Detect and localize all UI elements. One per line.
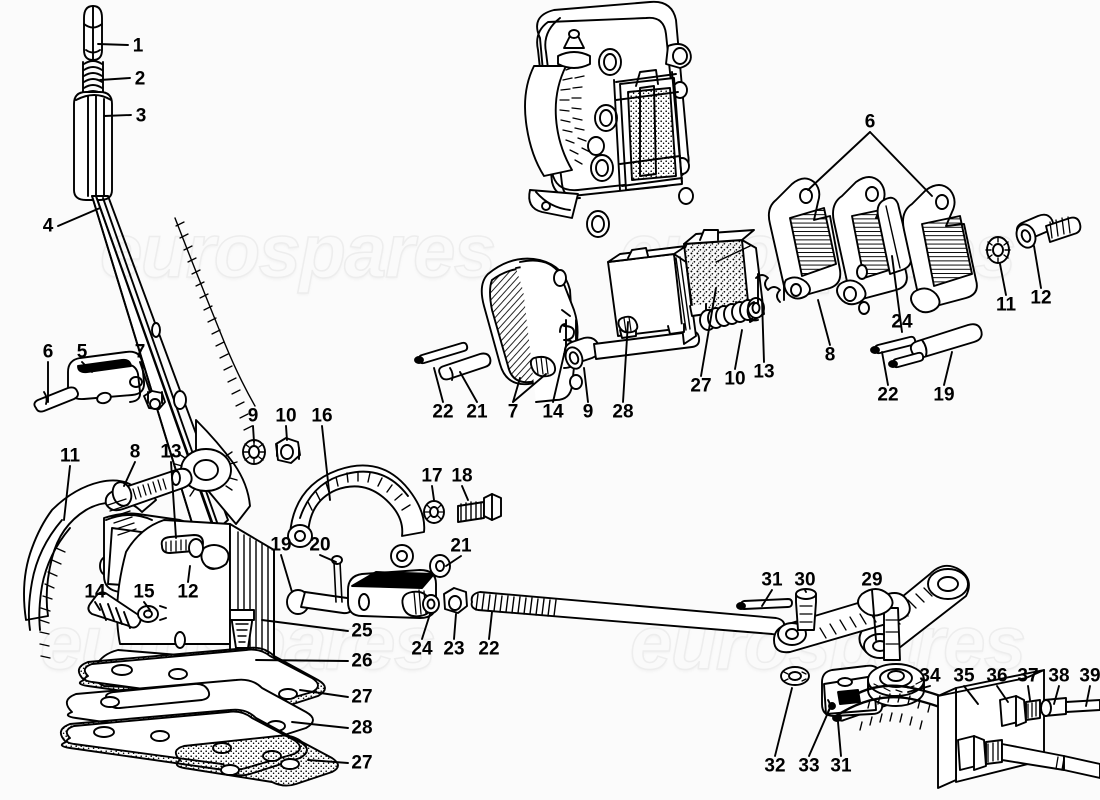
callout-5: 5	[76, 341, 88, 363]
part-bolt-9r	[563, 330, 701, 370]
callout-31: 31	[761, 569, 783, 591]
callout-24: 24	[891, 311, 913, 333]
callout-6: 6	[864, 111, 876, 133]
part-release-rod	[73, 91, 113, 201]
callout-14: 14	[84, 581, 106, 603]
callout-27: 27	[690, 375, 712, 397]
part-lever-knob	[83, 5, 103, 61]
part-lever-plate-b	[832, 176, 912, 315]
part-lock-washer-11r	[985, 236, 1011, 264]
callout-20: 20	[309, 534, 331, 556]
part-lock-nut-left	[143, 390, 166, 410]
part-brake-shoe-7r	[480, 257, 583, 403]
callout-12: 12	[177, 581, 199, 603]
callout-19: 19	[270, 534, 292, 556]
callout-21: 21	[466, 401, 488, 423]
callout-18: 18	[451, 465, 473, 487]
part-flat-washer-21c	[429, 554, 451, 578]
callout-12: 12	[1030, 287, 1052, 309]
callout-33: 33	[798, 755, 820, 777]
callout-25: 25	[351, 620, 373, 642]
part-lever-plate-c	[902, 184, 978, 314]
callout-23: 23	[443, 638, 465, 660]
callout-32: 32	[764, 755, 786, 777]
part-pad-27r	[683, 229, 765, 323]
callout-28: 28	[351, 717, 373, 739]
callout-22: 22	[478, 638, 500, 660]
callout-7: 7	[507, 401, 519, 423]
callout-3: 3	[135, 105, 147, 127]
part-plate-28r	[607, 245, 697, 345]
part-brake-caliper	[524, 0, 694, 238]
callout-9: 9	[247, 405, 259, 427]
callout-13: 13	[160, 441, 182, 463]
part-equaliser-lever-29	[773, 564, 970, 661]
callout-8: 8	[129, 441, 141, 463]
part-adjuster-lower	[957, 735, 1100, 779]
callout-26: 26	[351, 650, 373, 672]
part-shoulder-bolt-12r	[1015, 213, 1082, 249]
part-hex-bolt-18	[457, 493, 502, 523]
callout-7: 7	[134, 341, 146, 363]
part-pivot-pin-left	[33, 386, 79, 413]
callout-27: 27	[351, 752, 373, 774]
callout-8: 8	[824, 344, 836, 366]
callout-1: 1	[132, 35, 144, 57]
callout-10: 10	[275, 405, 297, 427]
callout-11: 11	[59, 445, 81, 467]
part-washer-stack-10r	[699, 297, 765, 331]
part-pin-22r	[870, 335, 917, 355]
callout-10: 10	[724, 368, 746, 390]
callout-24: 24	[411, 638, 433, 660]
callout-2: 2	[134, 68, 146, 90]
callout-39: 39	[1079, 665, 1100, 687]
callout-9: 9	[582, 401, 594, 423]
part-nut-23	[443, 587, 468, 614]
callout-17: 17	[421, 465, 443, 487]
part-pawl-pin	[160, 534, 204, 558]
part-bush-21-left	[438, 352, 492, 381]
callout-31: 31	[830, 755, 852, 777]
part-spring-washer-17	[423, 500, 445, 524]
callout-37: 37	[1017, 665, 1039, 687]
callout-30: 30	[794, 569, 816, 591]
callout-19: 19	[933, 384, 955, 406]
part-thrust-washer-32	[780, 666, 810, 686]
part-pin-22-left	[414, 341, 469, 365]
part-ratchet-sector	[287, 464, 426, 568]
callout-22: 22	[432, 401, 454, 423]
part-lever-plate-a	[767, 177, 842, 300]
part-gasket-stack	[59, 646, 339, 787]
part-bolt-14	[87, 591, 142, 629]
callout-38: 38	[1048, 665, 1070, 687]
callout-28: 28	[612, 401, 634, 423]
callout-14: 14	[542, 401, 564, 423]
callout-4: 4	[42, 215, 54, 237]
callout-11: 11	[995, 294, 1017, 316]
part-cotter-pin-31a	[736, 598, 793, 610]
callout-35: 35	[953, 665, 975, 687]
callout-13: 13	[753, 361, 775, 383]
part-washer-15	[137, 605, 167, 623]
part-yoke-24	[347, 569, 440, 619]
part-adjuster-upper	[999, 695, 1100, 727]
callout-16: 16	[311, 405, 333, 427]
part-pivot-shaft-19r	[888, 323, 983, 369]
callout-21: 21	[450, 535, 472, 557]
callout-36: 36	[986, 665, 1008, 687]
leader-lines	[47, 43, 1091, 764]
callout-27: 27	[351, 686, 373, 708]
callout-34: 34	[919, 665, 941, 687]
part-cable-guide-block-33	[821, 664, 884, 717]
callout-6: 6	[42, 341, 54, 363]
part-hand-brake-lever	[91, 195, 256, 567]
callout-22: 22	[877, 384, 899, 406]
callout-15: 15	[133, 581, 155, 603]
callout-29: 29	[861, 569, 883, 591]
part-pivot-bolt-30	[795, 588, 817, 631]
